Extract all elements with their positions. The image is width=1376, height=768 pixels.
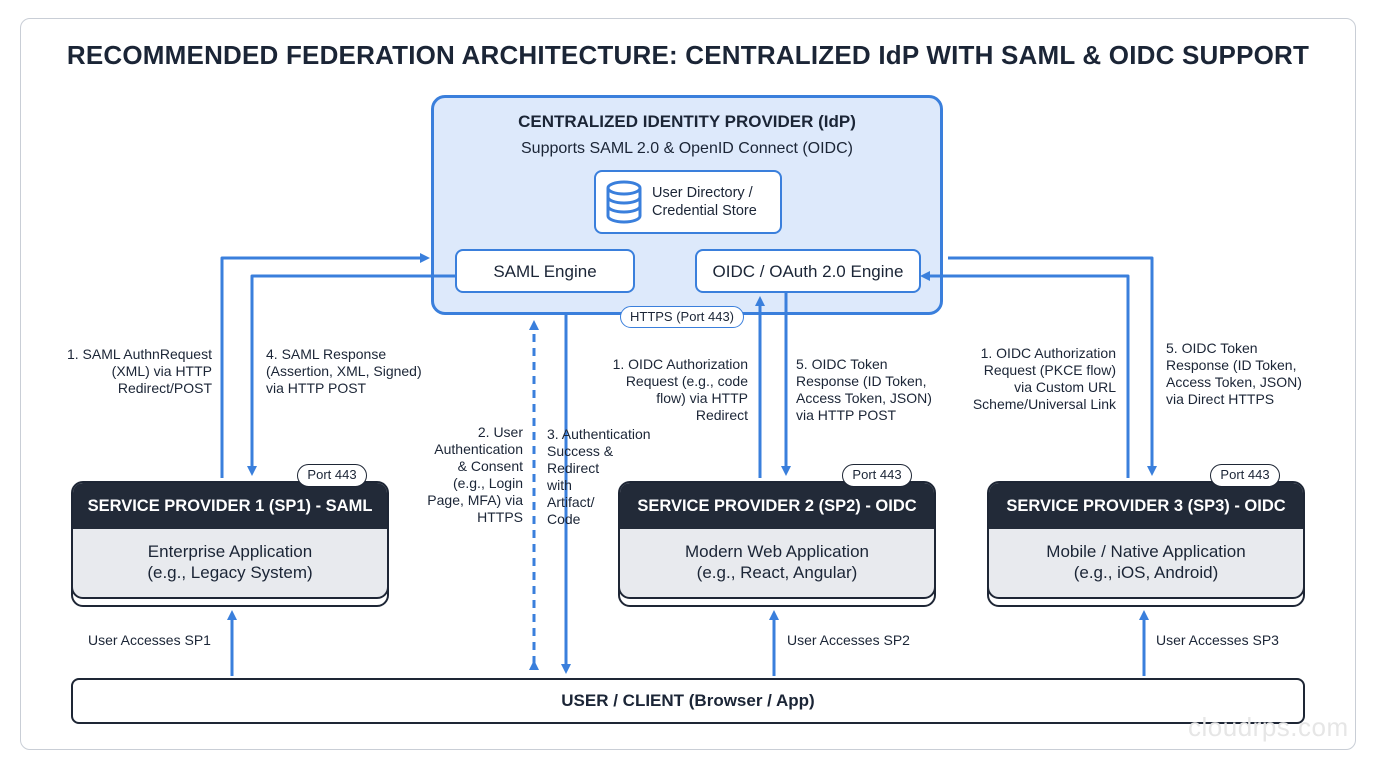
sp1-example: (e.g., Legacy System) [147, 563, 313, 582]
label-user-access-sp3: User Accesses SP3 [1156, 632, 1279, 648]
service-provider-2: SERVICE PROVIDER 2 (SP2) - OIDC Modern W… [618, 481, 936, 607]
label-user-access-sp1: User Accesses SP1 [88, 632, 211, 648]
oidc-engine: OIDC / OAuth 2.0 Engine [695, 249, 921, 293]
user-directory-label: User Directory / Credential Store [652, 185, 757, 219]
database-icon [606, 180, 642, 224]
idp-subtitle: Supports SAML 2.0 & OpenID Connect (OIDC… [521, 140, 853, 157]
arrow-sp1-response [247, 274, 455, 476]
arrow-sp3-response [948, 256, 1157, 476]
service-provider-1: SERVICE PROVIDER 1 (SP1) - SAML Enterpri… [71, 481, 389, 607]
sp1-app: Enterprise Application [147, 542, 313, 561]
sp3-app: Mobile / Native Application [1046, 542, 1246, 561]
label-user-access-sp2: User Accesses SP2 [787, 632, 910, 648]
sp2-app: Modern Web Application [685, 542, 869, 561]
sp3-example: (e.g., iOS, Android) [1073, 563, 1219, 582]
sp1-header: SERVICE PROVIDER 1 (SP1) - SAML [73, 483, 387, 529]
https-port-badge: HTTPS (Port 443) [620, 306, 744, 328]
watermark: cloudrps.com [1188, 712, 1349, 742]
sp3-port-badge: Port 443 [1210, 464, 1280, 487]
user-client-box: USER / CLIENT (Browser / App) [71, 678, 1305, 724]
saml-engine: SAML Engine [455, 249, 635, 293]
sp2-example: (e.g., React, Angular) [696, 563, 858, 582]
label-sp1-response: 4. SAML Response(Assertion, XML, Signed)… [266, 346, 422, 396]
sp2-header: SERVICE PROVIDER 2 (SP2) - OIDC [620, 483, 934, 529]
arrow-sp3-request [920, 271, 1130, 478]
sp2-port-badge: Port 443 [842, 464, 912, 487]
idp-title: CENTRALIZED IDENTITY PROVIDER (IdP) [518, 112, 856, 131]
sp1-port-badge: Port 443 [297, 464, 367, 487]
service-provider-3: SERVICE PROVIDER 3 (SP3) - OIDC Mobile /… [987, 481, 1305, 607]
diagram-title: RECOMMENDED FEDERATION ARCHITECTURE: CEN… [66, 40, 1310, 70]
arrow-sp1-request [220, 253, 430, 478]
sp3-header: SERVICE PROVIDER 3 (SP3) - OIDC [989, 483, 1303, 529]
